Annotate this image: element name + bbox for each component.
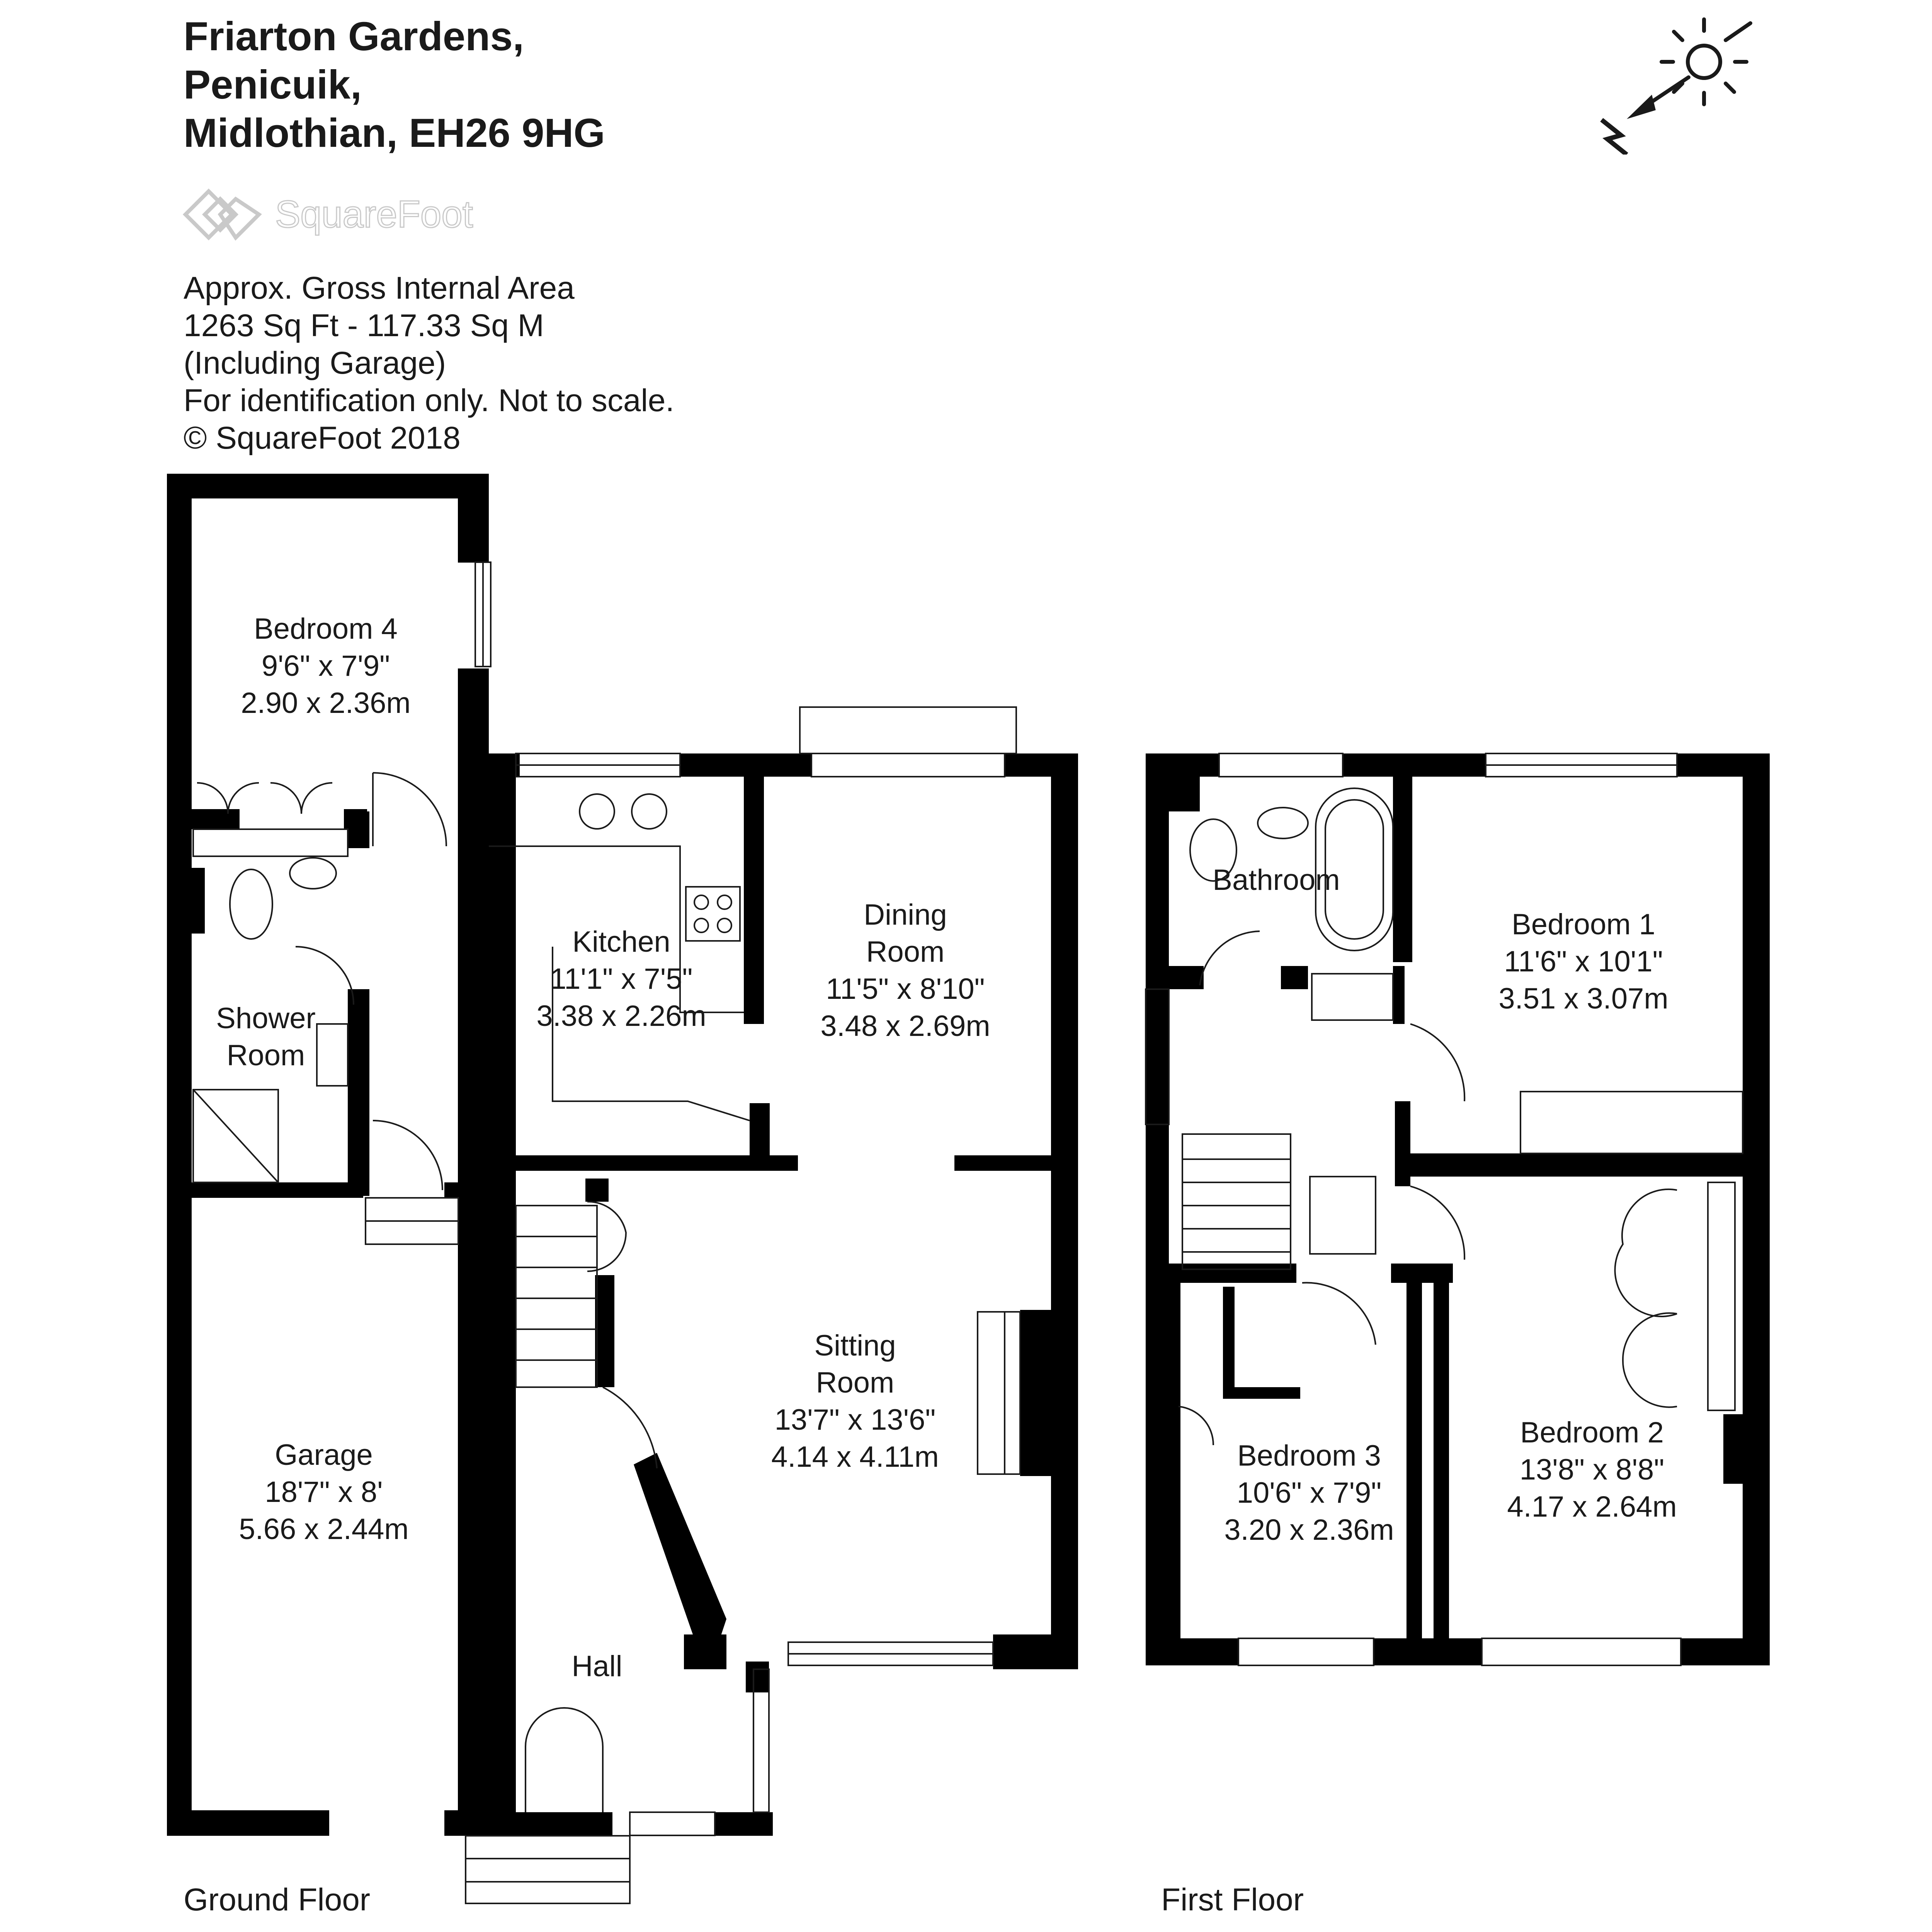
address-line-3: Midlothian, EH26 9HG bbox=[184, 111, 605, 156]
first-floor-label: First Floor bbox=[1161, 1882, 1304, 1917]
room-name: Bedroom 2 bbox=[1520, 1416, 1664, 1449]
squarefoot-logo-icon bbox=[182, 188, 262, 241]
room-metric: 4.14 x 4.11m bbox=[771, 1440, 939, 1473]
room-metric: 2.90 x 2.36m bbox=[241, 687, 411, 719]
room-imperial: 10'6" x 7'9" bbox=[1236, 1476, 1382, 1509]
room-kitchen: Kitchen 11'1" x 7'5" 3.38 x 2.26m bbox=[536, 923, 706, 1035]
north-sun-compass-icon bbox=[1600, 17, 1752, 155]
area-note: (Including Garage) bbox=[184, 345, 446, 381]
room-sitting: Sitting Room 13'7" x 13'6" 4.14 x 4.11m bbox=[771, 1327, 939, 1476]
walls bbox=[167, 474, 1770, 1836]
room-metric: 4.17 x 2.64m bbox=[1507, 1490, 1677, 1523]
room-name: Room bbox=[816, 1366, 895, 1399]
room-imperial: 13'8" x 8'8" bbox=[1519, 1453, 1665, 1486]
room-metric: 3.51 x 3.07m bbox=[1498, 982, 1668, 1015]
room-name: Garage bbox=[275, 1439, 373, 1471]
room-name: Sitting bbox=[814, 1329, 896, 1362]
room-dining: Dining Room 11'5" x 8'10" 3.48 x 2.69m bbox=[820, 896, 990, 1045]
room-garage: Garage 18'7" x 8' 5.66 x 2.44m bbox=[239, 1437, 408, 1548]
room-imperial: 11'6" x 10'1" bbox=[1504, 945, 1663, 978]
disclaimer: For identification only. Not to scale. bbox=[184, 383, 675, 418]
room-name: Bathroom bbox=[1213, 864, 1340, 896]
room-bedroom-4: Bedroom 4 9'6" x 7'9" 2.90 x 2.36m bbox=[241, 611, 410, 722]
brand-name: SquareFoot bbox=[274, 192, 473, 236]
room-hall: Hall bbox=[572, 1648, 622, 1685]
room-metric: 3.20 x 2.36m bbox=[1224, 1514, 1394, 1546]
room-name: Shower bbox=[216, 1002, 316, 1035]
room-name: Hall bbox=[571, 1650, 622, 1683]
room-imperial: 13'7" x 13'6" bbox=[774, 1403, 936, 1436]
room-imperial: 18'7" x 8' bbox=[265, 1476, 383, 1509]
room-name: Bedroom 3 bbox=[1237, 1439, 1381, 1472]
copyright: © SquareFoot 2018 bbox=[184, 420, 461, 456]
room-name: Dining bbox=[864, 898, 947, 931]
room-metric: 3.38 x 2.26m bbox=[536, 1000, 706, 1032]
room-imperial: 11'1" x 7'5" bbox=[550, 963, 693, 995]
room-bedroom-3: Bedroom 3 10'6" x 7'9" 3.20 x 2.36m bbox=[1224, 1437, 1394, 1549]
room-name: Room bbox=[866, 935, 945, 968]
room-metric: 3.48 x 2.69m bbox=[820, 1010, 990, 1043]
room-name: Bedroom 4 bbox=[254, 612, 398, 645]
area-value: 1263 Sq Ft - 117.33 Sq M bbox=[184, 308, 544, 343]
area-heading: Approx. Gross Internal Area bbox=[184, 270, 575, 306]
room-shower: Shower Room bbox=[216, 1000, 316, 1074]
room-name: Room bbox=[226, 1039, 305, 1072]
room-imperial: 11'5" x 8'10" bbox=[826, 973, 985, 1005]
north-letter bbox=[1600, 118, 1628, 155]
room-bedroom-2: Bedroom 2 13'8" x 8'8" 4.17 x 2.64m bbox=[1507, 1414, 1677, 1526]
room-bedroom-1: Bedroom 1 11'6" x 10'1" 3.51 x 3.07m bbox=[1498, 906, 1668, 1017]
room-imperial: 9'6" x 7'9" bbox=[261, 650, 390, 682]
ground-floor-label: Ground Floor bbox=[184, 1882, 371, 1917]
room-metric: 5.66 x 2.44m bbox=[239, 1513, 409, 1546]
address-line-1: Friarton Gardens, bbox=[184, 14, 524, 59]
room-name: Bedroom 1 bbox=[1512, 908, 1655, 941]
plan-details bbox=[192, 561, 1743, 1904]
address-line-2: Penicuik, bbox=[184, 62, 362, 107]
room-bathroom: Bathroom bbox=[1213, 862, 1340, 899]
room-name: Kitchen bbox=[572, 925, 670, 958]
